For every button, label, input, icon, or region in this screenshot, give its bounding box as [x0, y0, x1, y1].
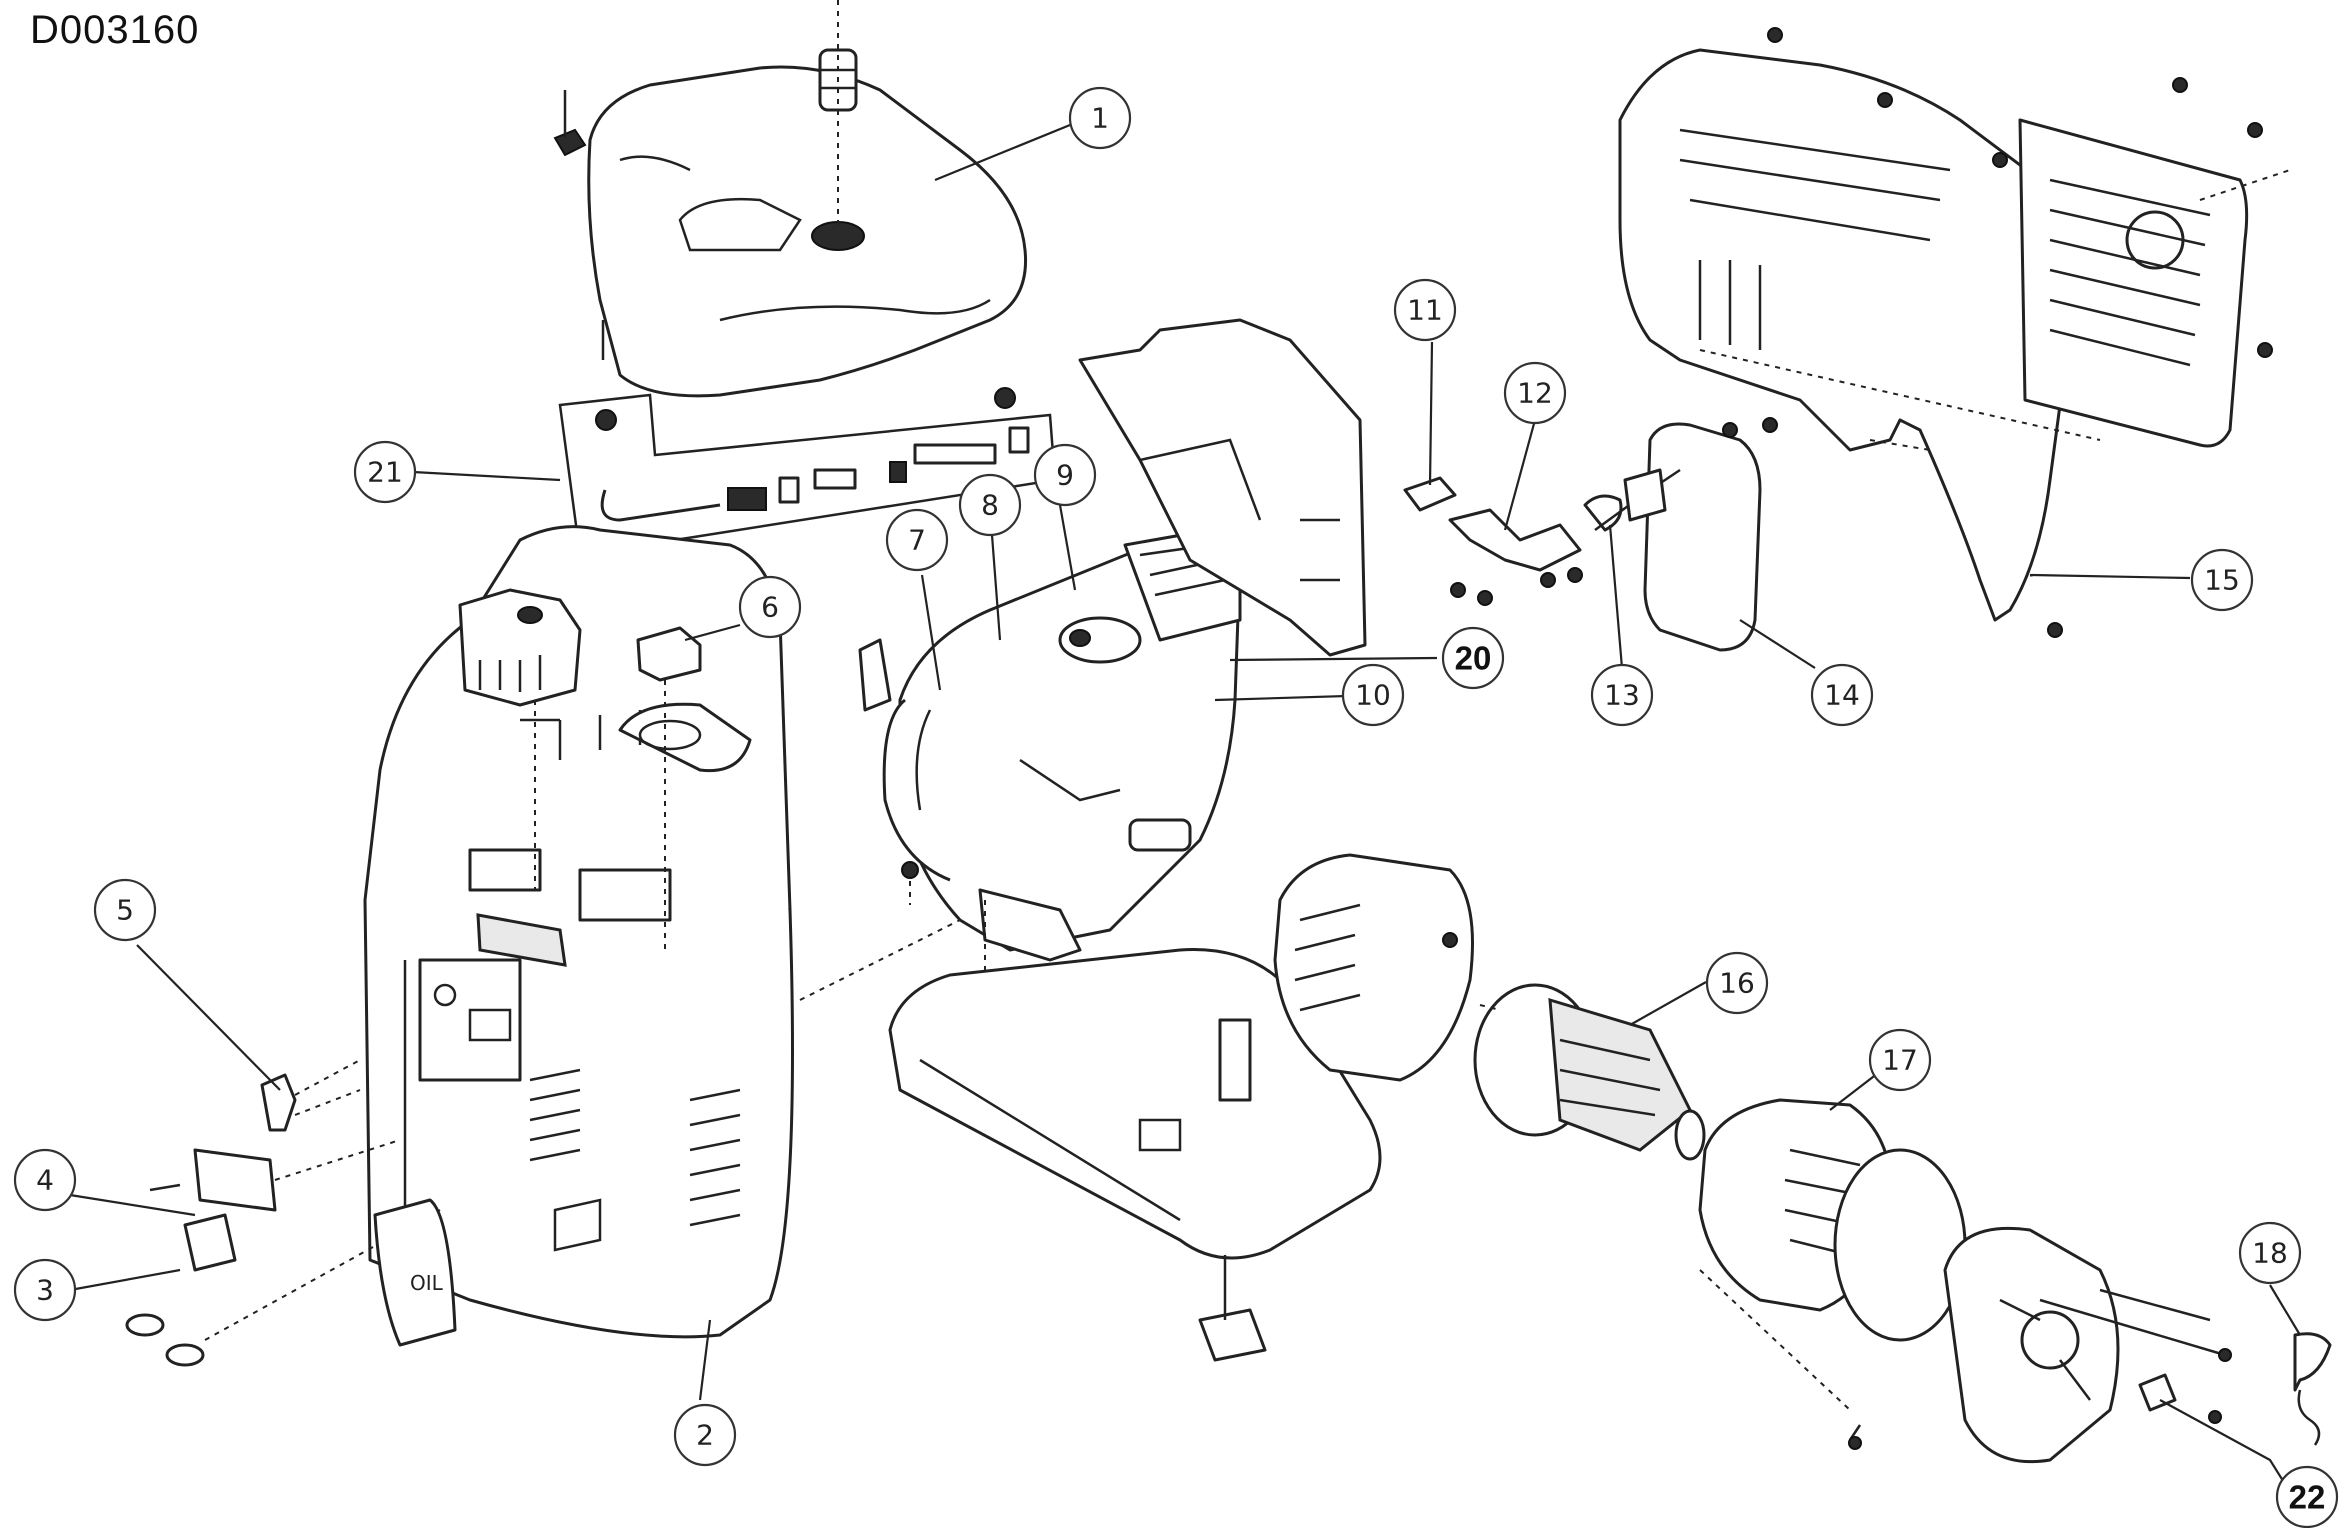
callout-12: 12	[1503, 361, 1567, 425]
callout-13: 13	[1590, 663, 1654, 727]
document-id: D003160	[30, 8, 200, 52]
svg-text:16: 16	[1719, 967, 1755, 1000]
air-cleaner-cover	[1078, 318, 1367, 657]
fan-housing	[1273, 853, 1474, 1082]
rear-case	[1848, 1226, 2232, 1464]
svg-text:3: 3	[36, 1274, 54, 1307]
muffler	[1594, 417, 1778, 652]
callout-8: 8	[958, 473, 1022, 537]
callout-11: 11	[1393, 278, 1457, 342]
svg-text:OIL: OIL	[410, 1271, 444, 1295]
svg-text:20: 20	[1455, 640, 1492, 677]
svg-text:21: 21	[367, 456, 403, 489]
svg-text:22: 22	[2289, 1479, 2326, 1516]
fuel-cap	[618, 626, 752, 950]
callout-3: 3	[13, 1258, 77, 1322]
svg-text:6: 6	[761, 591, 779, 624]
svg-text:10: 10	[1355, 679, 1391, 712]
base-frame	[888, 948, 1382, 1362]
svg-text:14: 14	[1824, 679, 1860, 712]
svg-text:2: 2	[696, 1419, 714, 1452]
callout-15: 15	[2190, 548, 2254, 612]
callout-16: 16	[1705, 951, 1769, 1015]
svg-text:7: 7	[908, 524, 926, 557]
callout-21: 21	[353, 440, 417, 504]
svg-text:5: 5	[116, 894, 134, 927]
callout-17: 17	[1868, 1028, 1932, 1092]
rear-cover	[1618, 27, 2291, 638]
fuel-tank	[553, 0, 1028, 398]
callout-2: 2	[673, 1403, 737, 1467]
exhaust-parts	[1403, 476, 1623, 606]
svg-text:12: 12	[1517, 377, 1553, 410]
callout-20: 20	[1441, 626, 1505, 690]
callout-1: 1	[1068, 86, 1132, 150]
side-panel: OIL	[373, 1198, 457, 1347]
callout-14: 14	[1810, 663, 1874, 727]
svg-text:15: 15	[2204, 564, 2240, 597]
spark-plug-cap	[2293, 1332, 2332, 1446]
callout-5: 5	[93, 878, 157, 942]
fuel-line-kit	[558, 387, 1057, 557]
engine	[858, 528, 1242, 1130]
svg-text:4: 4	[36, 1164, 54, 1197]
svg-text:8: 8	[981, 489, 999, 522]
svg-text:17: 17	[1882, 1044, 1918, 1077]
rotor	[1473, 983, 1706, 1161]
callout-9: 9	[1033, 443, 1097, 507]
callout-22: 22	[2275, 1465, 2339, 1528]
callout-4: 4	[13, 1148, 77, 1212]
svg-text:1: 1	[1091, 102, 1109, 135]
svg-text:18: 18	[2252, 1237, 2288, 1270]
svg-text:9: 9	[1056, 459, 1074, 492]
svg-text:13: 13	[1604, 679, 1640, 712]
stator	[1698, 1098, 1967, 1411]
svg-text:11: 11	[1407, 294, 1443, 327]
callout-6: 6	[738, 575, 802, 639]
panel-cover	[458, 588, 582, 890]
callout-10: 10	[1341, 663, 1405, 727]
callout-18: 18	[2238, 1221, 2302, 1285]
callouts: 1 2 3 4 5 6 7 8	[13, 86, 2339, 1528]
callout-7: 7	[885, 508, 949, 572]
